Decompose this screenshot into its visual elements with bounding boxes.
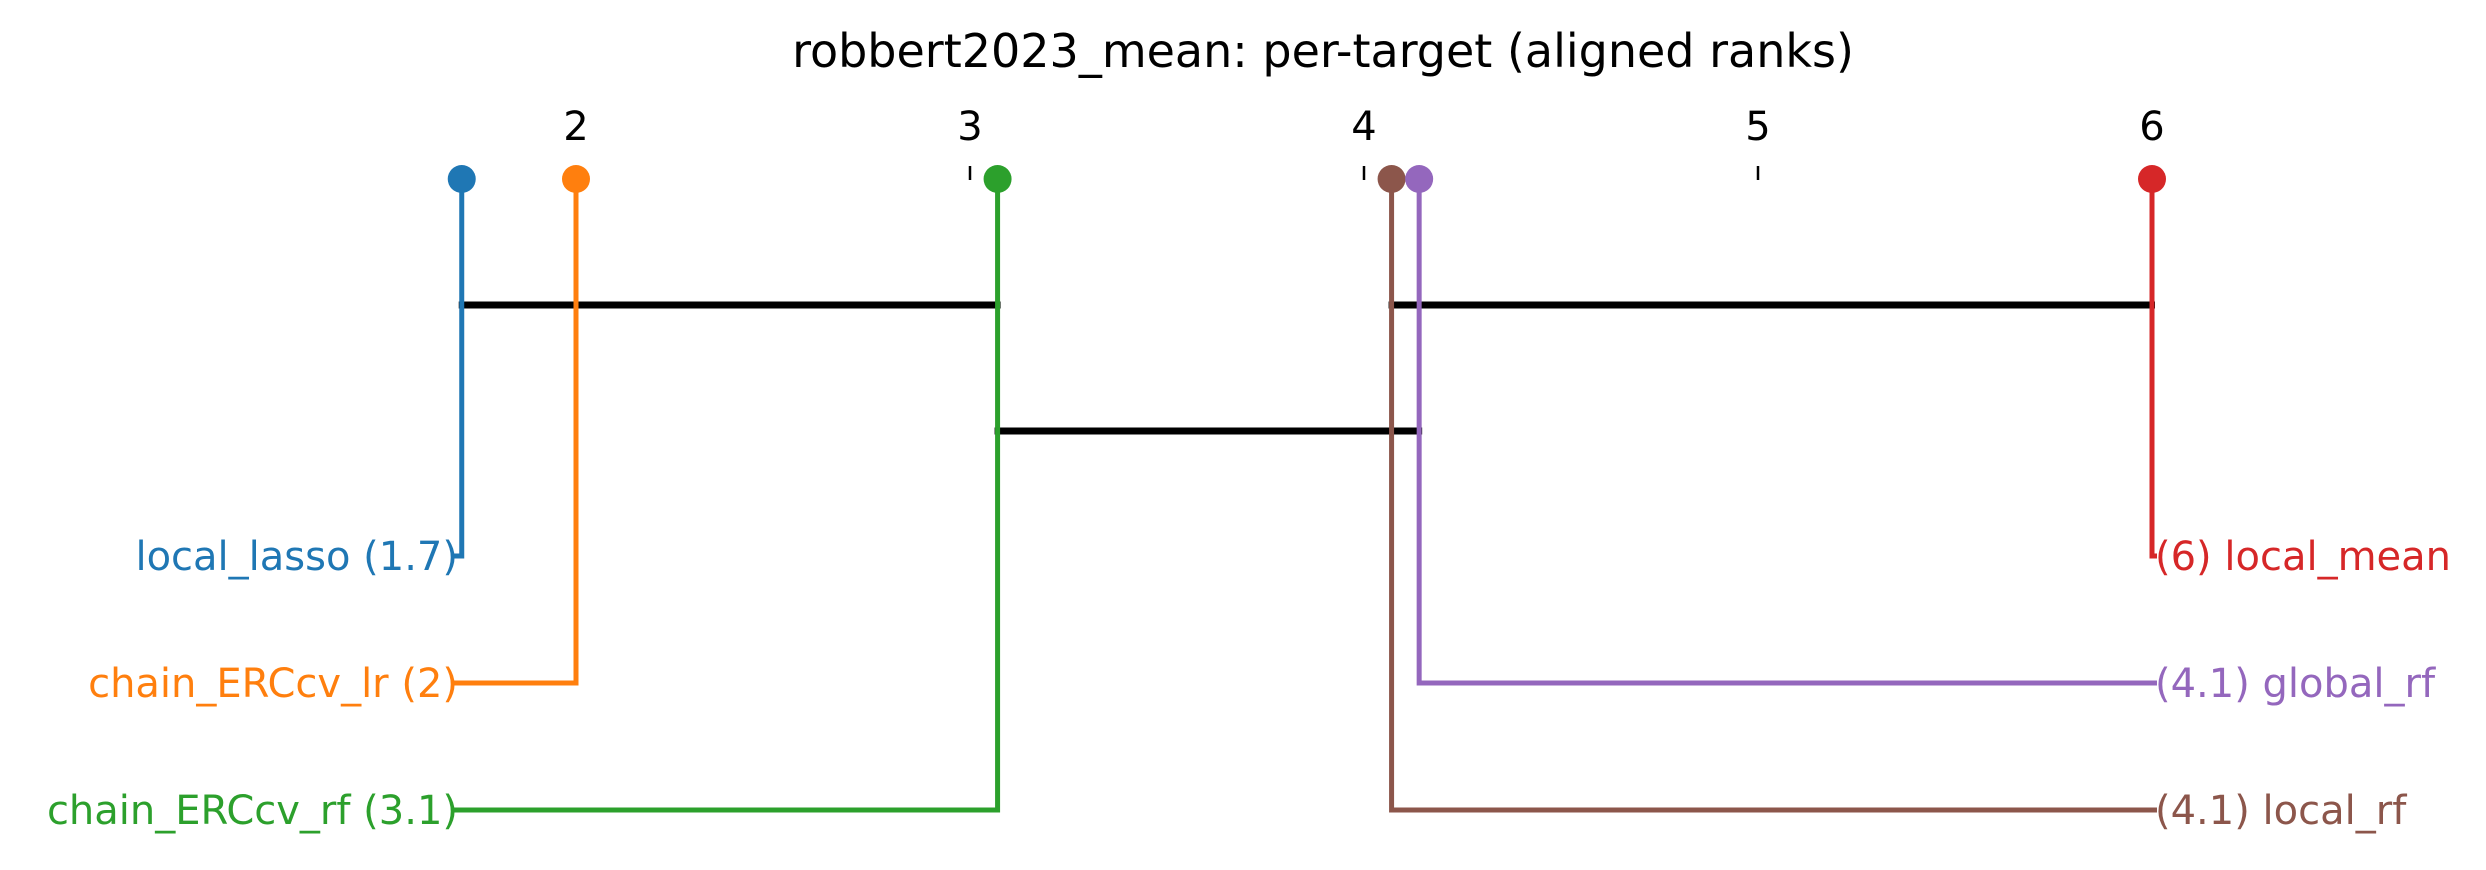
rank-dot-local_lasso [447,165,476,193]
rank-dot-chain_ERCcv_rf [983,165,1012,193]
method-line-chain_ERCcv_lr [454,179,579,686]
chart-title: robbert2023_mean: per-target (aligned ra… [792,24,1854,78]
tick-label-6: 6 [2139,104,2164,150]
tick-label-5: 5 [1745,104,1770,150]
method-line-local_rf [1389,179,2157,813]
method-label-local_mean: (6) local_mean [2155,534,2451,580]
clique-bars [458,301,2155,435]
method-lines: local_lasso (1.7) chain_ERCcv_lr (2) chain… [47,165,2451,834]
rank-dot-local_mean [2138,165,2166,193]
method-label-local_lasso: local_lasso (1.7) [135,534,458,580]
method-global_rf: (4.1) global_rf [1416,179,2436,707]
method-line-local_mean [2149,179,2157,559]
method-line-local_lasso [454,179,465,559]
method-line-global_rf [1416,179,2157,686]
method-chain_ERCcv_rf: chain_ERCcv_rf (3.1) [47,179,1001,834]
tick-label-2: 2 [563,104,588,150]
method-label-local_rf: (4.1) local_rf [2155,788,2407,834]
rank-dot-local_rf [1377,165,1406,193]
method-label-chain_ERCcv_rf: chain_ERCcv_rf (3.1) [47,788,458,834]
method-local_mean: (6) local_mean [2149,179,2451,580]
method-local_rf: (4.1) local_rf [1389,179,2407,834]
method-label-chain_ERCcv_lr: chain_ERCcv_lr (2) [88,661,458,707]
tick-label-4: 4 [1351,104,1376,150]
method-line-chain_ERCcv_rf [454,179,1001,813]
method-local_lasso: local_lasso (1.7) [135,179,465,580]
rank-dot-chain_ERCcv_lr [562,165,590,193]
rank-dot-global_rf [1405,165,1434,193]
method-chain_ERCcv_lr: chain_ERCcv_lr (2) [88,179,579,707]
method-label-global_rf: (4.1) global_rf [2155,661,2436,707]
tick-label-3: 3 [957,104,982,150]
axis-ticks: 2 3 4 5 6 [563,104,2165,180]
